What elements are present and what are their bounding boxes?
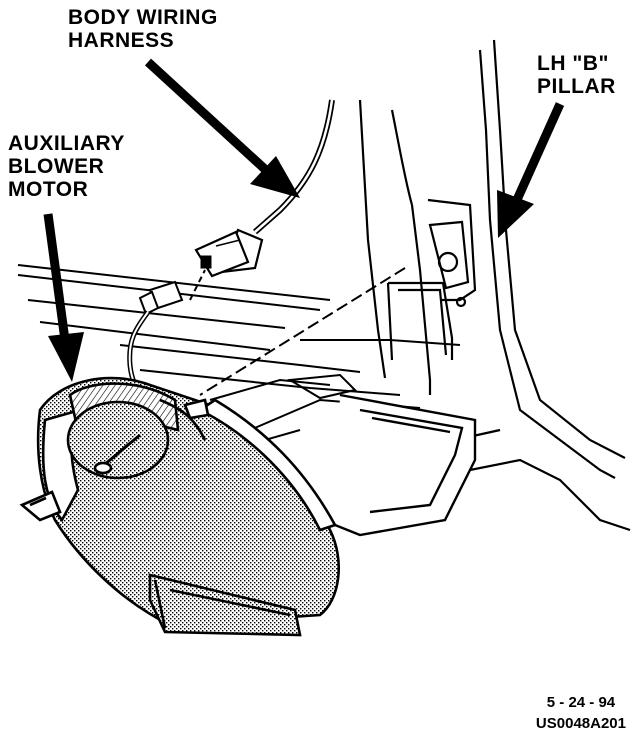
pillar-label-line-1: LH "B"	[537, 52, 609, 75]
body-wiring-harness	[194, 99, 335, 278]
caption-date: 5 - 24 - 94	[546, 694, 616, 711]
pillar-arrow	[497, 102, 565, 238]
figure-caption: 5 - 24 - 94 US0048A201	[536, 692, 626, 734]
harness-label-line-2: HARNESS	[68, 29, 175, 52]
blower-pigtail	[127, 280, 184, 407]
lh-b-pillar-label: LH "B" PILLAR	[537, 52, 616, 98]
blower-arrow	[43, 213, 84, 382]
body-wiring-harness-label: BODY WIRING HARNESS	[68, 6, 218, 52]
assembly-dashed-line	[199, 267, 406, 396]
auxiliary-blower-motor-label: AUXILIARY BLOWER MOTOR	[8, 132, 125, 201]
connector-dashed-line	[189, 269, 206, 301]
blower-label-line-1: AUXILIARY	[8, 132, 125, 155]
pillar-label-line-2: PILLAR	[537, 75, 616, 98]
leader-arrows	[43, 58, 565, 382]
floor-duct-opening	[334, 393, 477, 537]
harness-arrow	[144, 58, 300, 198]
floor-panel	[17, 264, 461, 451]
blower-label-line-2: BLOWER	[8, 155, 105, 178]
blower-label-line-3: MOTOR	[8, 178, 89, 201]
harness-label-line-1: BODY WIRING	[68, 6, 218, 29]
auxiliary-blower-motor	[19, 376, 341, 637]
caption-code: US0048A201	[535, 715, 626, 732]
